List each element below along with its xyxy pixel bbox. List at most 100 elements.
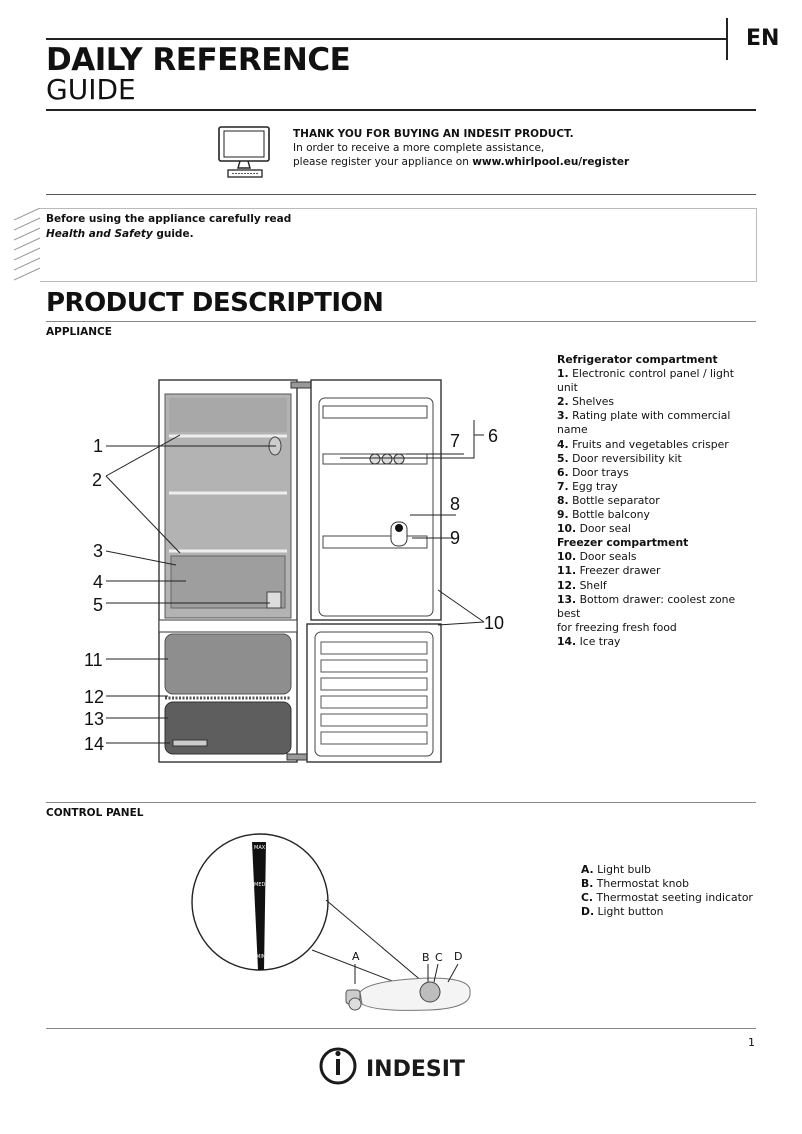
control-item: B. Thermostat knob [581, 877, 761, 891]
fridge-item-list: 1. Electronic control panel / light unit… [557, 367, 757, 536]
callout-14: 14 [84, 734, 105, 754]
safety-guide-suffix: guide. [152, 228, 194, 240]
fridge-item: 10. Door seal [557, 522, 757, 536]
freezer-heading: Freezer compartment [557, 536, 689, 550]
header-vertical-rule [726, 18, 728, 60]
safety-line1: Before using the appliance carefully rea… [46, 213, 292, 225]
computer-monitor-icon [218, 126, 270, 178]
logo-wordmark: INDESIT [366, 1057, 465, 1082]
page-title-line1: DAILY REFERENCE [46, 42, 351, 78]
fridge-item-label: Door seal [579, 522, 631, 536]
freezer-item: 14. Ice tray [557, 635, 757, 649]
fridge-item-label: Shelves [572, 395, 615, 409]
control-item-number: A. [581, 863, 594, 876]
section-heading-product: PRODUCT DESCRIPTION [46, 288, 384, 318]
callout-3: 3 [93, 541, 104, 561]
fridge-item-number: 1. [557, 367, 569, 381]
fridge-item-number: 4. [557, 437, 569, 451]
freezer-item-number: 10. [557, 550, 577, 564]
knob-max-mark: MAX [254, 845, 266, 851]
registration-heading: THANK YOU FOR BUYING AN INDESIT PRODUCT. [293, 128, 574, 140]
label-d: D [454, 950, 463, 963]
fridge-item: 8. Bottle separator [557, 494, 757, 508]
fridge-item: 5. Door reversibility kit [557, 452, 757, 466]
freezer-item-number: 11. [557, 564, 577, 578]
callout-2: 2 [92, 470, 103, 490]
freezer-item-label: Ice tray [579, 634, 621, 648]
safety-notice-box [40, 208, 757, 282]
label-b: B [422, 951, 430, 964]
callout-11: 11 [84, 650, 103, 670]
callout-12: 12 [84, 687, 105, 707]
divider [46, 321, 756, 322]
fridge-item: 4. Fruits and vegetables crisper [557, 438, 757, 452]
control-item-label: Thermostat knob [596, 877, 689, 891]
fridge-item-number: 7. [557, 479, 569, 493]
fridge-item: 7. Egg tray [557, 480, 757, 494]
freezer-item-label: Door seals [579, 550, 637, 564]
callout-13: 13 [84, 709, 105, 729]
callout-lines [105, 420, 485, 744]
language-badge: EN [746, 26, 780, 51]
indesit-logo: INDESIT [319, 1047, 465, 1085]
knob-med-mark: MED [254, 882, 266, 888]
appliance-label: APPLIANCE [46, 326, 112, 338]
fridge-item-number: 10. [557, 522, 577, 536]
safety-notice: Before using the appliance carefully rea… [46, 212, 291, 242]
callout-9: 9 [450, 528, 461, 548]
control-panel-label: CONTROL PANEL [46, 807, 144, 819]
freezer-item: 10. Door seals [557, 550, 757, 564]
control-item-label: Thermostat seeting indicator [596, 891, 753, 905]
freezer-item: 11. Freezer drawer [557, 564, 757, 578]
fridge-item-label: Electronic control panel / light unit [557, 367, 734, 395]
divider [46, 802, 756, 803]
fridge-item: 3. Rating plate with commercial name [557, 409, 757, 437]
fridge-item-number: 8. [557, 493, 569, 507]
fridge-item-label: Door reversibility kit [572, 451, 682, 465]
freezer-item-number: 12. [557, 578, 577, 592]
fridge-item-number: 6. [557, 465, 569, 479]
fridge-item: 9. Bottle balcony [557, 508, 757, 522]
control-item-label: Light bulb [597, 863, 652, 876]
label-c: C [435, 951, 443, 964]
fridge-diagram [158, 379, 442, 763]
registration-text: THANK YOU FOR BUYING AN INDESIT PRODUCT.… [293, 127, 629, 169]
fridge-item-number: 2. [557, 395, 569, 409]
component-legend: Refrigerator compartment 1. Electronic c… [557, 353, 757, 649]
fridge-item-label: Rating plate with commercial name [557, 409, 731, 437]
registration-line2: please register your appliance on [293, 156, 473, 168]
callout-1: 1 [93, 436, 104, 456]
fridge-item-number: 9. [557, 508, 569, 522]
fridge-item-number: 3. [557, 409, 569, 423]
label-a: A [352, 950, 360, 963]
freezer-item-label: Freezer drawer [579, 564, 661, 578]
fridge-item-label: Egg tray [572, 479, 618, 493]
fridge-heading: Refrigerator compartment [557, 353, 718, 366]
divider [46, 1028, 756, 1029]
control-item-label: Light button [597, 905, 664, 919]
control-item: C. Thermostat seeting indicator [581, 891, 761, 905]
freezer-item: for freezing fresh food [557, 621, 757, 635]
control-panel-diagram [191, 833, 471, 1011]
control-item: A. Light bulb [581, 863, 761, 877]
header-bottom-rule [46, 109, 756, 111]
safety-guide-name: Health and Safety [46, 228, 153, 240]
fridge-item: 6. Door trays [557, 466, 757, 480]
fridge-item-label: Bottle balcony [572, 508, 650, 522]
control-item-number: C. [581, 891, 594, 905]
callout-10: 10 [484, 613, 505, 633]
fridge-item-label: Door trays [572, 465, 629, 479]
freezer-item-number: 13. [557, 592, 577, 606]
control-item-number: D. [581, 905, 595, 919]
freezer-item-label: for freezing fresh food [557, 620, 677, 634]
freezer-item: 13. Bottom drawer: coolest zone best [557, 593, 757, 621]
freezer-item-number: 14. [557, 634, 577, 648]
freezer-item-label: Bottom drawer: coolest zone best [557, 592, 736, 620]
fridge-item: 1. Electronic control panel / light unit [557, 367, 757, 395]
divider [46, 194, 756, 195]
registration-url[interactable]: www.whirlpool.eu/register [472, 156, 630, 168]
registration-line1: In order to receive a more complete assi… [293, 142, 545, 154]
